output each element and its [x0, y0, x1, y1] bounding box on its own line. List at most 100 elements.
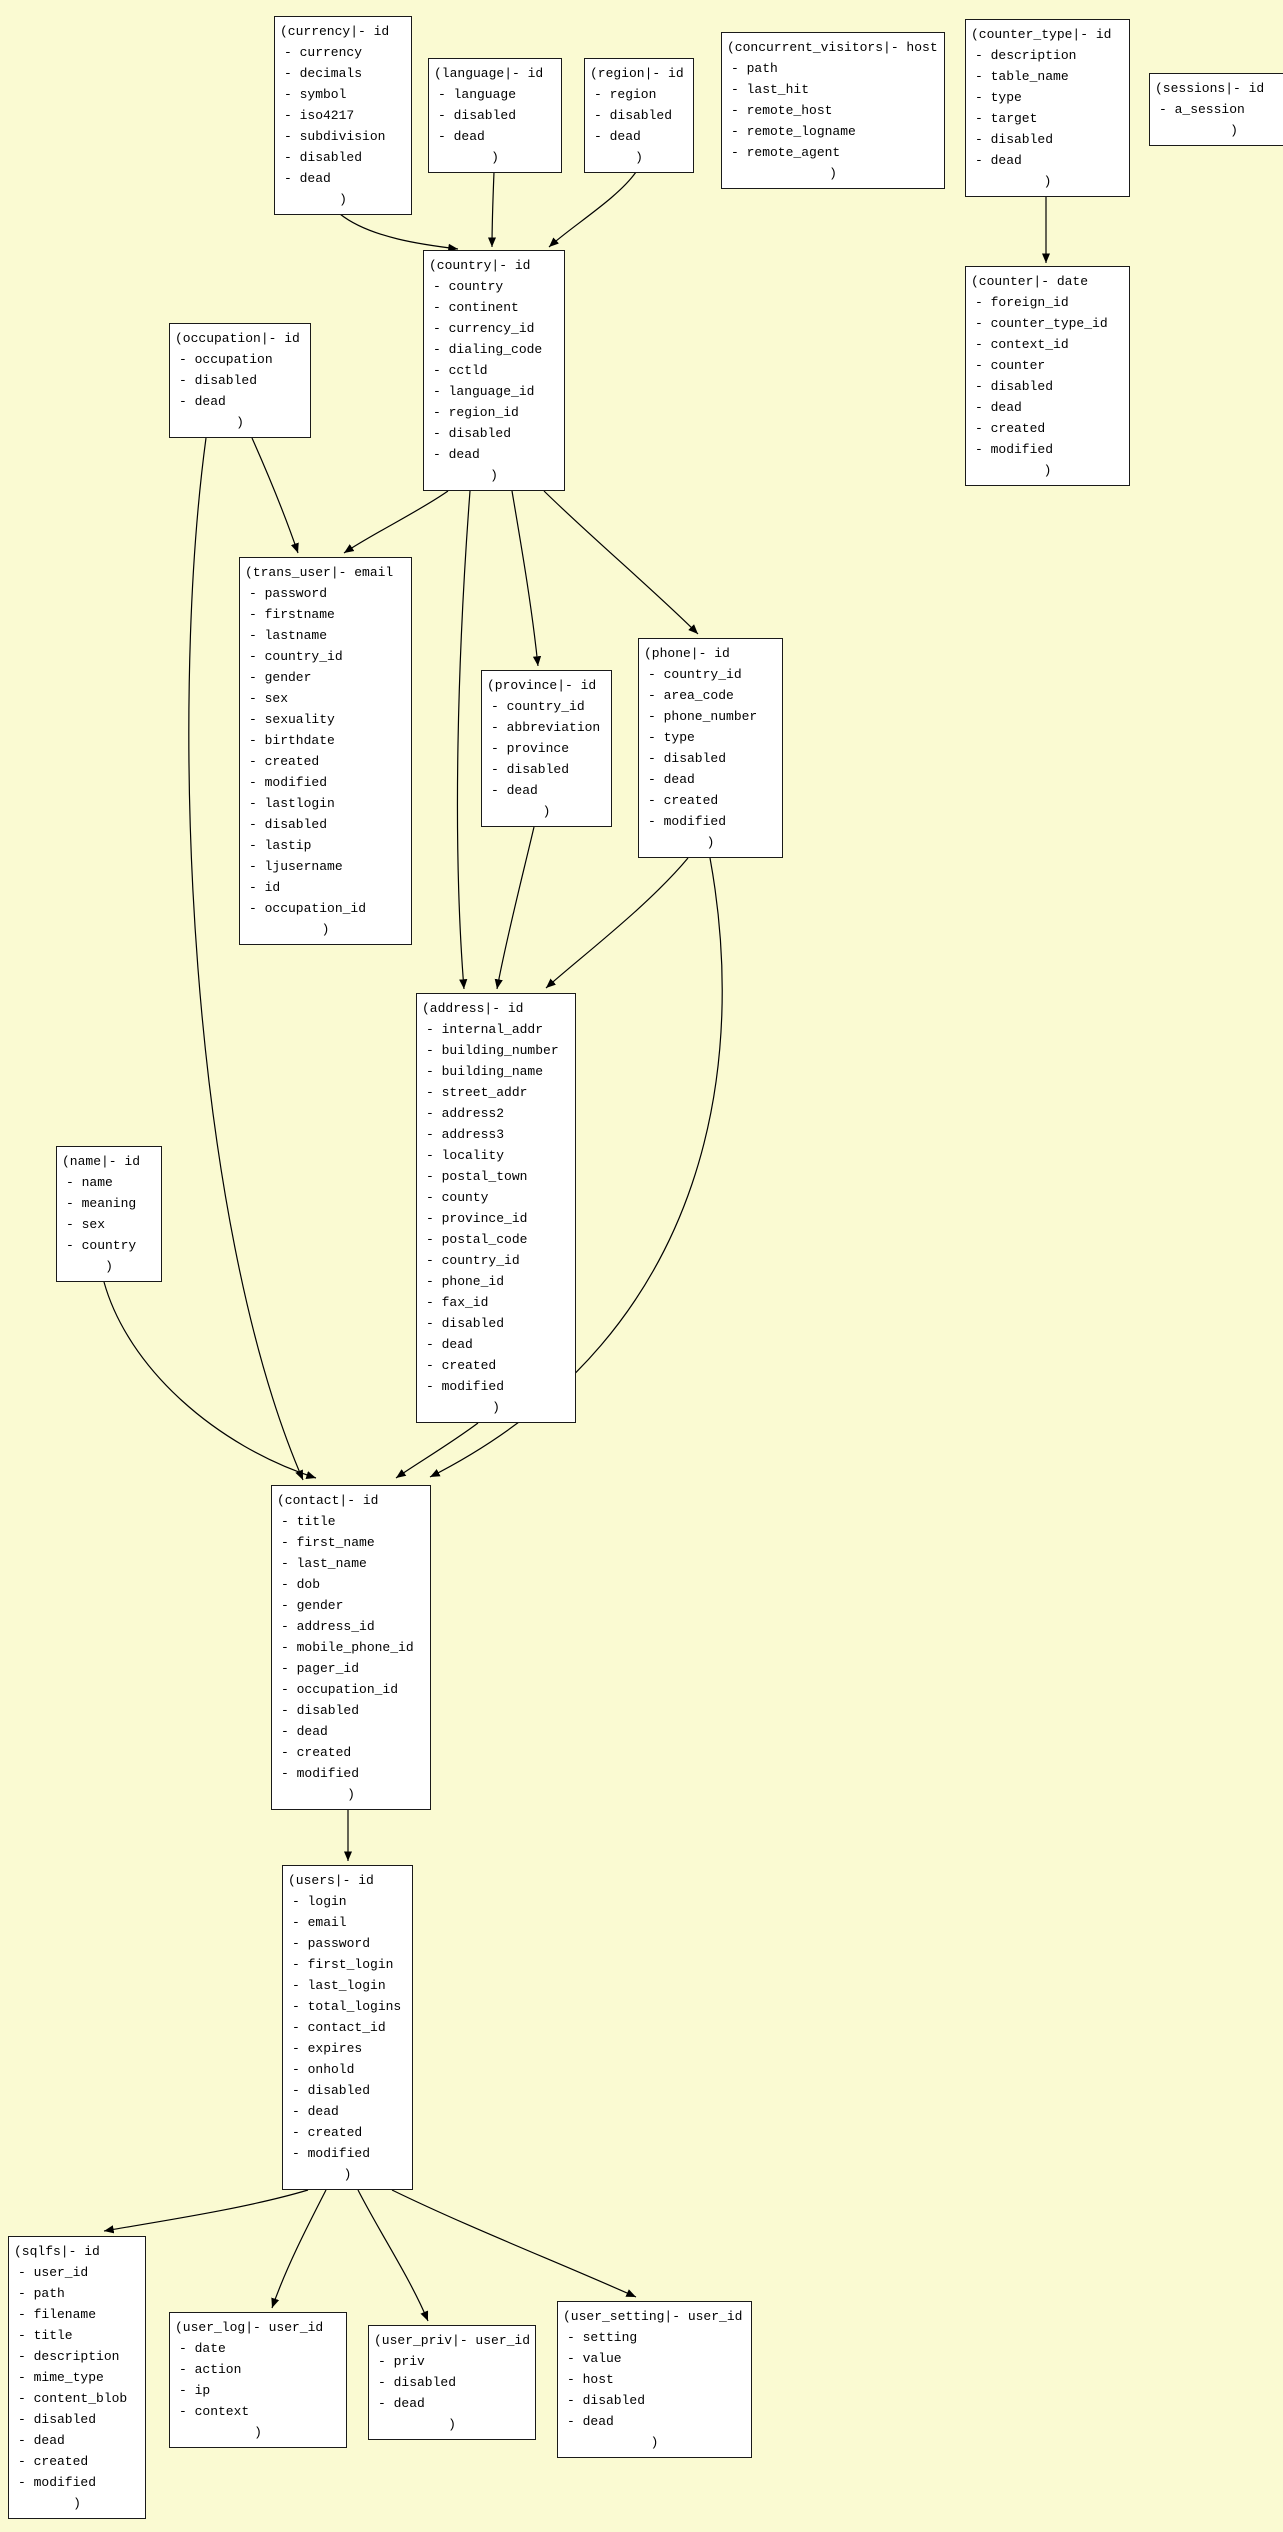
- table-field: - dead: [378, 2396, 425, 2411]
- table-header: (currency|- id: [280, 24, 390, 39]
- edge-users-user_log: [271, 2189, 327, 2309]
- edge-province-address: [494, 826, 535, 990]
- table-field: - foreign_id: [975, 295, 1069, 310]
- table-field: - decimals: [284, 66, 363, 81]
- table-field: - disabled: [284, 150, 363, 165]
- table-field: - region: [594, 87, 657, 102]
- table-header: (trans_user|- email: [245, 565, 394, 580]
- table-field: - dialing_code: [433, 342, 543, 357]
- table-footer: ): [1043, 174, 1052, 189]
- table-field: - street_addr: [426, 1085, 528, 1100]
- table-field: - modified: [648, 814, 727, 829]
- table-field: - language_id: [433, 384, 535, 399]
- table-field: - total_logins: [292, 1999, 402, 2014]
- table-header: (counter_type|- id: [971, 27, 1112, 42]
- table-field: - currency: [284, 45, 363, 60]
- table-province: (province|- id- country_id- abbreviation…: [481, 670, 612, 827]
- table-currency: (currency|- id - currency - decimals - symb…: [274, 16, 412, 215]
- table-header: (region|- id: [590, 66, 684, 81]
- table-field: - address3: [426, 1127, 505, 1142]
- table-field: - building_number: [426, 1043, 559, 1058]
- table-footer: ): [105, 1259, 113, 1274]
- table-field: - name: [66, 1175, 113, 1190]
- table-address: (address|- id - internal_addr - building_n…: [416, 993, 576, 1423]
- edge-users-user_priv: [357, 2189, 429, 2322]
- table-footer: ): [492, 1400, 500, 1415]
- table-counter_type: (counter_type|- id - description - table_n…: [965, 19, 1130, 197]
- table-footer: ): [339, 192, 347, 207]
- table-field: - type: [648, 730, 695, 745]
- table-field: - remote_host: [731, 103, 833, 118]
- table-field: - internal_addr: [426, 1022, 544, 1037]
- edge-users-sqlfs: [103, 2189, 309, 2234]
- table-field: - disabled: [179, 373, 258, 388]
- table-field: - created: [18, 2454, 89, 2469]
- table-field: - firstname: [249, 607, 335, 622]
- table-field: - dead: [491, 783, 538, 798]
- table-field: - first_name: [281, 1535, 375, 1550]
- table-header: (province|- id: [487, 678, 597, 693]
- table-field: - disabled: [438, 108, 517, 123]
- edge-address-contact: [395, 1422, 479, 1479]
- table-header: (sessions|- id: [1155, 81, 1265, 96]
- table-field: - disabled: [975, 132, 1054, 147]
- table-field: - country_id: [491, 699, 585, 714]
- table-field: - modified: [426, 1379, 505, 1394]
- edge-language-country: [487, 171, 497, 248]
- table-field: - description: [18, 2349, 120, 2364]
- table-footer: ): [343, 2167, 352, 2182]
- table-field: - dead: [975, 153, 1022, 168]
- table-field: - currency_id: [433, 321, 535, 336]
- table-field: - region_id: [433, 405, 519, 420]
- table-field: - symbol: [284, 87, 347, 102]
- table-field: - last_login: [292, 1978, 386, 1993]
- table-footer: ): [254, 2425, 262, 2440]
- table-field: - a_session: [1159, 102, 1245, 117]
- table-contact: (contact|- id- title- first_name- last_n…: [271, 1485, 431, 1810]
- table-field: - fax_id: [426, 1295, 489, 1310]
- table-header: (address|- id: [422, 1001, 524, 1016]
- table-field: - modified: [281, 1766, 360, 1781]
- edge-country-trans_user: [343, 490, 449, 554]
- table-footer: ): [236, 415, 244, 430]
- table-field: - gender: [281, 1598, 344, 1613]
- table-field: - disabled: [491, 762, 570, 777]
- table-field: - dead: [179, 394, 226, 409]
- table-header: (sqlfs|- id: [14, 2244, 100, 2259]
- table-header: (occupation|- id: [175, 331, 300, 346]
- table-field: - id: [249, 880, 281, 895]
- table-header: (name|- id: [62, 1154, 141, 1169]
- table-field: - path: [731, 61, 778, 76]
- table-field: - language: [438, 87, 517, 102]
- table-field: - subdivision: [284, 129, 386, 144]
- table-footer: ): [635, 150, 643, 165]
- table-field: - country: [433, 279, 504, 294]
- table-field: - disabled: [18, 2412, 97, 2427]
- table-field: - title: [281, 1514, 336, 1529]
- table-field: - content_blob: [18, 2391, 128, 2406]
- table-field: - user_id: [18, 2265, 89, 2280]
- table-field: - dob: [281, 1577, 321, 1592]
- table-sqlfs: (sqlfs|- id- user_id- path- filename- ti…: [8, 2236, 146, 2519]
- table-field: - table_name: [975, 69, 1069, 84]
- table-field: - ljusername: [249, 859, 343, 874]
- table-field: - pager_id: [281, 1661, 360, 1676]
- table-field: - description: [975, 48, 1077, 63]
- table-footer: ): [650, 2435, 659, 2450]
- table-field: - action: [179, 2362, 242, 2377]
- table-field: - modified: [292, 2146, 371, 2161]
- table-footer: ): [73, 2496, 81, 2511]
- table-occupation: (occupation|- id- occupation- disabled- …: [169, 323, 311, 438]
- table-field: - disabled: [292, 2083, 371, 2098]
- table-name: (name|- id- name- meaning- sex- country): [56, 1146, 162, 1282]
- table-header: (user_priv|- user_id: [374, 2333, 531, 2348]
- table-field: - dead: [284, 171, 331, 186]
- table-field: - dead: [648, 772, 695, 787]
- table-field: - created: [292, 2125, 363, 2140]
- table-header: (counter|- date: [971, 274, 1089, 289]
- table-field: - filename: [18, 2307, 97, 2322]
- table-header: (contact|- id: [277, 1493, 379, 1508]
- table-field: - password: [249, 586, 328, 601]
- table-field: - province: [491, 741, 570, 756]
